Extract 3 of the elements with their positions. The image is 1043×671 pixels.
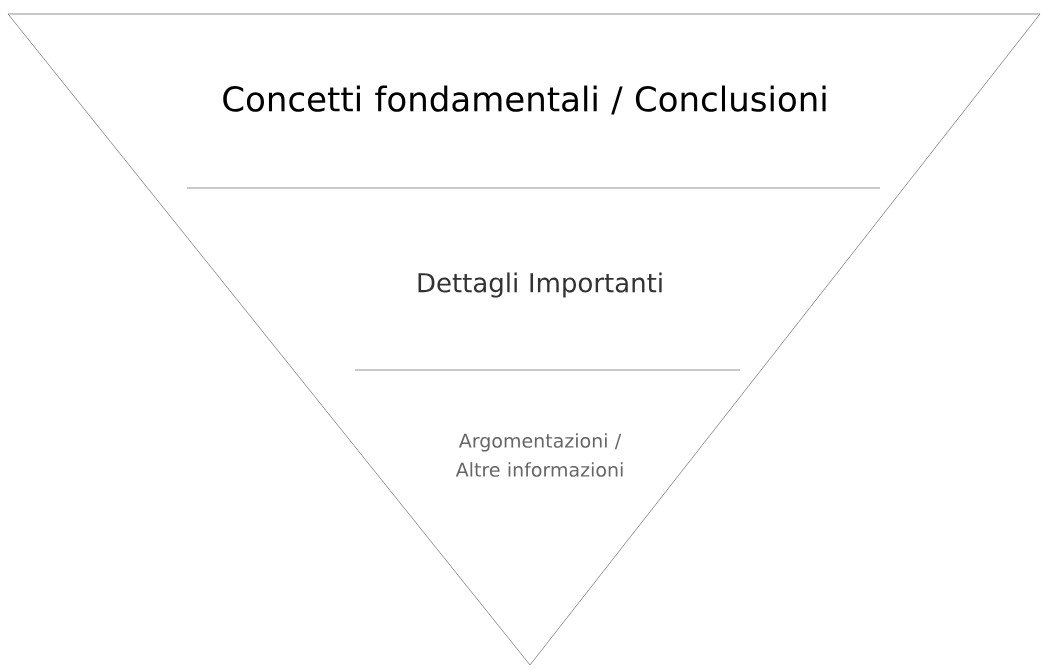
heading: Concetti fondamentali / Conclusioni bbox=[223, 85, 826, 115]
body-text: Argomentazioni / Altre informazioni bbox=[455, 433, 623, 477]
subheading: Dettagli Importanti bbox=[418, 272, 662, 298]
